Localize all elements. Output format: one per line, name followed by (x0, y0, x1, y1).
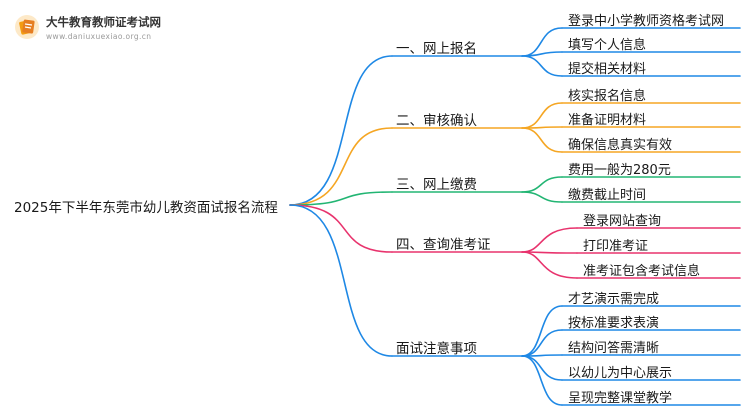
branch-label: 面试注意事项 (396, 341, 477, 357)
root-topic: 2025年下半年东莞市幼儿教资面试报名流程 (14, 200, 278, 216)
root-branch-connector (289, 127, 393, 206)
leaf-label: 填写个人信息 (568, 38, 647, 53)
root-branch-connector (289, 204, 393, 357)
branch-label: 二、审核确认 (396, 113, 477, 129)
leaf-label: 登录中小学教师资格考试网 (568, 14, 725, 29)
logo-url: www.daniuxuexiao.org.cn (46, 32, 152, 41)
root-branch-connector (289, 191, 393, 206)
leaf-label: 登录网站查询 (583, 214, 662, 229)
site-logo: 大牛教育教师证考试网 www.daniuxuexiao.org.cn (14, 10, 174, 46)
branch-leaf-connector (521, 51, 563, 57)
root-branch-connector (289, 204, 393, 253)
leaf-label: 准考证包含考试信息 (583, 264, 701, 279)
branch-leaf-connector (521, 176, 563, 193)
leaf-label: 打印准考证 (583, 239, 649, 254)
leaf-label: 结构问答需清晰 (568, 341, 660, 356)
branch-leaf-connector (521, 191, 563, 203)
leaf-label: 缴费截止时间 (568, 188, 647, 203)
branch-leaf-connector (521, 102, 563, 129)
branch-leaf-connector (521, 127, 563, 153)
leaf-label: 提交相关材料 (568, 62, 647, 77)
book-logo-icon (15, 15, 39, 39)
leaf-label: 按标准要求表演 (568, 316, 660, 331)
branch-leaf-connector (521, 355, 563, 381)
branch-leaf-connector (521, 329, 563, 357)
branch-leaf-connector (521, 227, 578, 253)
branch-label: 四、查询准考证 (396, 237, 491, 253)
leaf-label: 呈现完整课堂教学 (568, 391, 673, 406)
branch-label: 一、网上报名 (396, 41, 477, 57)
logo-title: 大牛教育教师证考试网 (46, 15, 161, 29)
branch-leaf-connector (521, 251, 578, 279)
branch-leaf-connector (521, 355, 563, 406)
leaf-label: 才艺演示需完成 (568, 292, 660, 307)
leaf-label: 核实报名信息 (568, 89, 647, 104)
leaf-label: 以幼儿为中心展示 (568, 366, 673, 381)
branch-label: 三、网上缴费 (396, 177, 477, 193)
leaf-label: 费用一般为280元 (568, 163, 671, 178)
leaf-label: 确保信息真实有效 (568, 138, 673, 153)
leaf-label: 准备证明材料 (568, 113, 647, 128)
branch-leaf-connector (521, 55, 563, 77)
root-branch-connector (289, 55, 393, 206)
